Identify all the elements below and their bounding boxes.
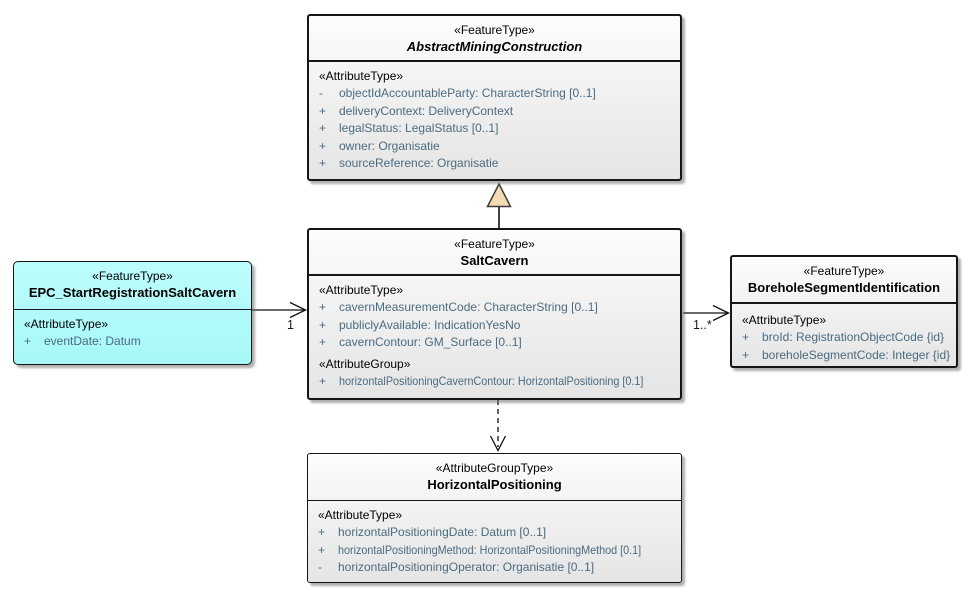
class-horizontal-positioning[interactable]: «AttributeGroupType» HorizontalPositioni… bbox=[307, 453, 682, 583]
attribute-row[interactable]: + sourceReference: Organisatie bbox=[317, 155, 677, 173]
visibility-marker: + bbox=[318, 542, 326, 557]
visibility-marker: + bbox=[24, 334, 32, 348]
attribute-row[interactable]: + broId: RegistrationObjectCode {id} bbox=[740, 329, 953, 347]
attribute-text: cavernMeasurementCode: CharacterString [… bbox=[339, 300, 598, 314]
multiplicity-label-epc-saltcavern: 1 bbox=[287, 318, 294, 332]
attribute-text: boreholeSegmentCode: Integer {id} bbox=[762, 347, 951, 362]
visibility-marker: + bbox=[319, 300, 327, 314]
attribute-text: horizontalPositioningDate: Datum [0..1] bbox=[338, 525, 547, 539]
class-name: SaltCavern bbox=[460, 253, 529, 268]
visibility-marker: + bbox=[742, 347, 750, 362]
attributes-compartment: «AttributeType» + broId: RegistrationObje… bbox=[732, 304, 956, 364]
attribute-text: sourceReference: Organisatie bbox=[339, 156, 499, 170]
generalization-arrow[interactable] bbox=[486, 182, 512, 228]
attribute-group-heading: «AttributeGroup» bbox=[319, 356, 411, 371]
attribute-row[interactable]: - horizontalPositioningOperator: Organisa… bbox=[316, 559, 678, 577]
class-header: «FeatureType» AbstractMiningConstruction bbox=[309, 16, 680, 62]
visibility-marker: + bbox=[319, 103, 327, 118]
attribute-text: owner: Organisatie bbox=[339, 138, 440, 153]
attribute-row[interactable]: + eventDate: Datum bbox=[22, 333, 248, 351]
attribute-type-heading: «AttributeType» bbox=[24, 317, 109, 331]
visibility-marker: - bbox=[318, 560, 322, 574]
class-name: BoreholeSegmentIdentification bbox=[747, 280, 941, 295]
visibility-marker: + bbox=[742, 330, 750, 344]
class-epc-start-registration-salt-cavern[interactable]: «FeatureType» EPC_StartRegistrationSaltC… bbox=[13, 261, 252, 365]
dependency-arrow[interactable] bbox=[489, 400, 507, 452]
attribute-text: eventDate: Datum bbox=[44, 334, 141, 348]
visibility-marker: + bbox=[319, 156, 327, 170]
attribute-type-heading: «AttributeType» bbox=[742, 313, 827, 327]
class-stereotype: «AttributeGroupType» bbox=[435, 461, 554, 475]
association-saltcavern-to-borehole[interactable] bbox=[683, 304, 730, 322]
visibility-marker: + bbox=[318, 525, 326, 539]
class-header: «AttributeGroupType» HorizontalPositioni… bbox=[308, 454, 681, 501]
class-salt-cavern[interactable]: «FeatureType» SaltCavern «AttributeType»… bbox=[307, 228, 682, 400]
attribute-text: cavernContour: GM_Surface [0..1] bbox=[339, 335, 522, 349]
visibility-marker: + bbox=[319, 317, 327, 332]
attributes-compartment: «AttributeType» - objectIdAccountablePart… bbox=[309, 62, 680, 173]
attribute-text: objectIdAccountableParty: CharacterStrin… bbox=[339, 86, 596, 100]
attribute-row[interactable]: + boreholeSegmentCode: Integer {id} bbox=[740, 347, 953, 365]
class-borehole-segment-identification[interactable]: «FeatureType» BoreholeSegmentIdentificat… bbox=[730, 255, 958, 368]
attribute-type-heading: «AttributeType» bbox=[318, 508, 403, 522]
visibility-marker: + bbox=[319, 335, 327, 349]
class-stereotype: «FeatureType» bbox=[454, 237, 535, 251]
attribute-row[interactable]: + deliveryContext: DeliveryContext bbox=[317, 103, 677, 121]
attribute-text: horizontalPositioningOperator: Organisat… bbox=[338, 560, 595, 574]
attribute-row[interactable]: + horizontalPositioningMethod: Horizontal… bbox=[316, 542, 678, 560]
class-name: HorizontalPositioning bbox=[427, 477, 562, 492]
attribute-text: horizontalPositioningMethod: HorizontalP… bbox=[338, 542, 642, 557]
attribute-text: deliveryContext: DeliveryContext bbox=[339, 103, 514, 118]
visibility-marker: - bbox=[319, 86, 323, 100]
attribute-row[interactable]: + cavernMeasurementCode: CharacterString … bbox=[317, 299, 677, 317]
attribute-row[interactable]: - objectIdAccountableParty: CharacterStri… bbox=[317, 85, 677, 103]
attribute-type-heading: «AttributeType» bbox=[319, 69, 404, 83]
visibility-marker: + bbox=[319, 373, 327, 388]
class-name: EPC_StartRegistrationSaltCavern bbox=[28, 285, 237, 300]
attribute-row[interactable]: + cavernContour: GM_Surface [0..1] bbox=[317, 334, 677, 352]
visibility-marker: + bbox=[319, 121, 327, 135]
attribute-text: publiclyAvailable: IndicationYesNo bbox=[339, 317, 521, 332]
attribute-type-heading: «AttributeType» bbox=[319, 283, 404, 297]
visibility-marker: + bbox=[319, 138, 327, 153]
attribute-row[interactable]: + legalStatus: LegalStatus [0..1] bbox=[317, 120, 677, 138]
class-header: «FeatureType» BoreholeSegmentIdentificat… bbox=[732, 257, 956, 304]
attributes-compartment: «AttributeType» + cavernMeasurementCode: … bbox=[309, 276, 680, 390]
class-header: «FeatureType» EPC_StartRegistrationSaltC… bbox=[14, 262, 251, 310]
attribute-row[interactable]: + horizontalPositioningCavernContour: Hor… bbox=[317, 373, 677, 391]
attribute-row[interactable]: + publiclyAvailable: IndicationYesNo bbox=[317, 317, 677, 335]
association-epc-to-saltcavern[interactable] bbox=[252, 301, 307, 319]
attribute-text: legalStatus: LegalStatus [0..1] bbox=[339, 121, 499, 135]
class-header: «FeatureType» SaltCavern bbox=[309, 230, 680, 276]
class-abstract-mining-construction[interactable]: «FeatureType» AbstractMiningConstruction… bbox=[307, 14, 682, 181]
multiplicity-label-saltcavern-borehole: 1..* bbox=[693, 318, 712, 332]
class-stereotype: «FeatureType» bbox=[92, 269, 173, 283]
class-name: AbstractMiningConstruction bbox=[406, 39, 583, 54]
attribute-text: broId: RegistrationObjectCode {id} bbox=[762, 330, 945, 344]
class-stereotype: «FeatureType» bbox=[803, 264, 885, 278]
class-stereotype: «FeatureType» bbox=[454, 23, 535, 37]
attribute-text: horizontalPositioningCavernContour: Hori… bbox=[339, 373, 644, 388]
attributes-compartment: «AttributeType» + horizontalPositioningDa… bbox=[308, 501, 681, 577]
attribute-row[interactable]: + horizontalPositioningDate: Datum [0..1] bbox=[316, 524, 678, 542]
attributes-compartment: «AttributeType» + eventDate: Datum bbox=[14, 310, 251, 351]
attribute-row[interactable]: + owner: Organisatie bbox=[317, 138, 677, 156]
